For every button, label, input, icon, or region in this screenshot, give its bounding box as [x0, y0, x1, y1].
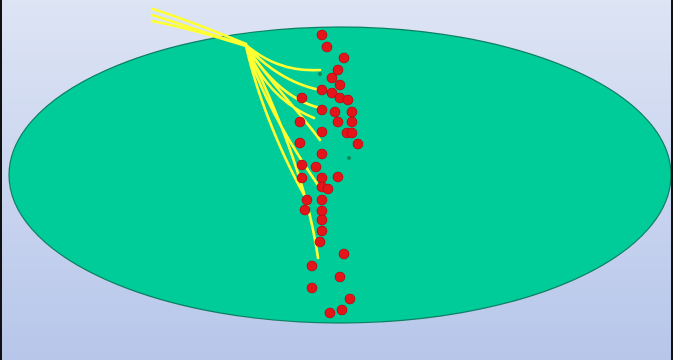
dot-group — [294, 29, 364, 319]
red-dot — [316, 148, 328, 160]
red-dot — [346, 116, 358, 128]
red-dot — [316, 194, 328, 206]
fiber-line — [244, 44, 322, 142]
red-dot — [296, 172, 308, 184]
red-dot — [346, 106, 358, 118]
red-dot — [332, 171, 344, 183]
red-dot — [294, 137, 306, 149]
red-dot — [296, 92, 308, 104]
red-dot — [326, 87, 338, 99]
red-dot — [338, 52, 350, 64]
red-dot — [306, 282, 318, 294]
red-dot — [346, 127, 358, 139]
red-dot — [316, 126, 328, 138]
red-dot — [336, 304, 348, 316]
red-dot — [306, 260, 318, 272]
red-dot — [332, 116, 344, 128]
red-dot — [316, 205, 328, 217]
small-green-dot — [347, 156, 351, 160]
red-dot — [314, 236, 326, 248]
red-dot — [334, 79, 346, 91]
red-dot — [324, 307, 336, 319]
red-dot — [316, 104, 328, 116]
fiber-group — [150, 7, 322, 260]
red-dot — [334, 271, 346, 283]
red-dot — [344, 293, 356, 305]
red-dot — [316, 172, 328, 184]
red-dot — [332, 64, 344, 76]
red-dot — [316, 29, 328, 41]
red-dot — [329, 106, 341, 118]
small-green-dot — [318, 72, 322, 76]
red-dot — [342, 94, 354, 106]
red-dot — [322, 183, 334, 195]
fiber-line — [244, 44, 320, 260]
fiber-line — [150, 19, 248, 48]
red-dot — [326, 72, 338, 84]
red-dot — [321, 41, 333, 53]
red-dot — [310, 161, 322, 173]
fiber-line — [244, 43, 322, 92]
red-dot — [294, 116, 306, 128]
red-dot — [338, 248, 350, 260]
red-dot — [299, 204, 311, 216]
fiber-line — [244, 44, 309, 202]
red-dot — [296, 159, 308, 171]
red-dot — [316, 84, 328, 96]
fiber-line — [151, 7, 248, 46]
red-dot — [316, 214, 328, 226]
red-dot — [352, 138, 364, 150]
red-dot — [301, 194, 313, 206]
red-dot — [316, 225, 328, 237]
